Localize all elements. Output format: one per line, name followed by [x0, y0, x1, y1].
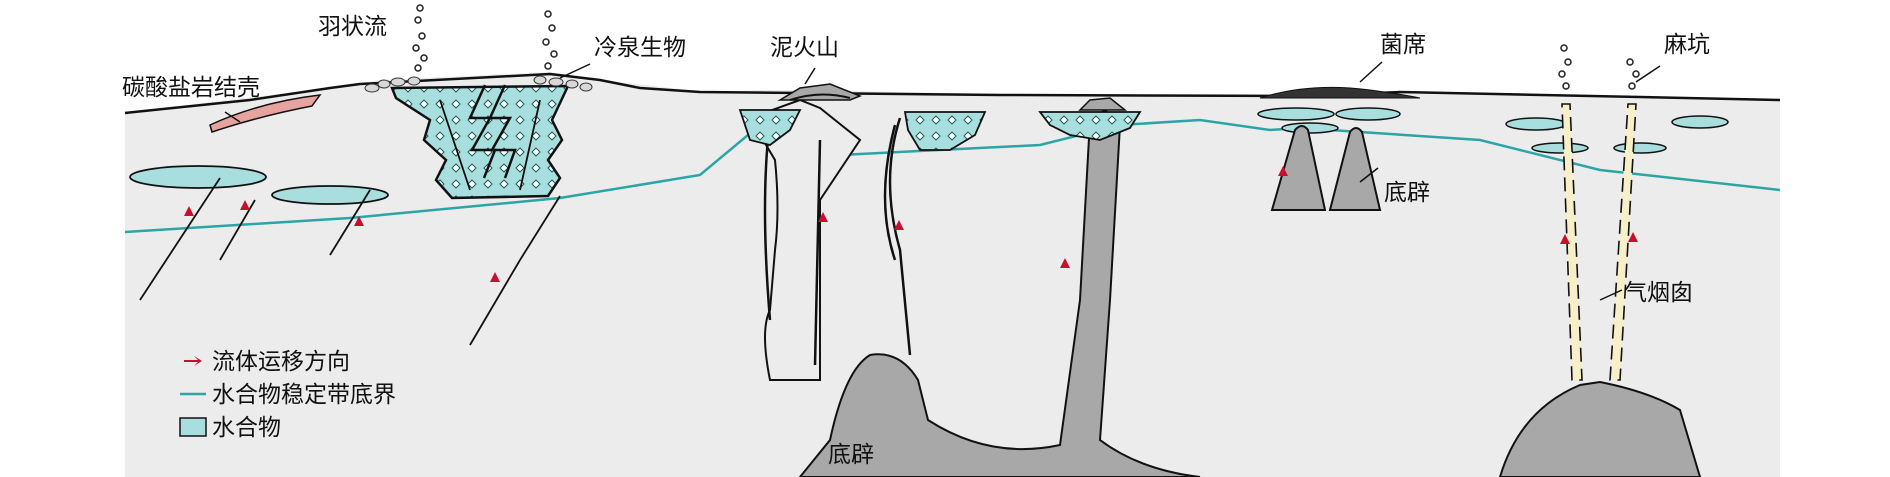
bacterial-mat — [1259, 86, 1421, 99]
wedge-inner-fault — [439, 99, 471, 191]
label-diapir-bottom: 底辟 — [828, 442, 874, 468]
chimney-diapir — [1498, 380, 1702, 477]
label-cold-seep-biota: 冷泉生物 — [594, 35, 686, 61]
hydrate-patch — [903, 111, 987, 151]
legend-arrow-icon — [184, 356, 202, 366]
mud-volcano-top — [1078, 97, 1128, 111]
label-bacterial-mat: 菌席 — [1380, 32, 1426, 58]
fluid-arrow — [184, 200, 500, 282]
hydrate-patch — [738, 109, 802, 146]
legend-label: 水合物 — [212, 415, 281, 441]
fluid-arrow — [1560, 232, 1638, 244]
bubble-plume — [412, 4, 558, 72]
diapir-bottom — [798, 108, 1201, 477]
bubble-plume — [1558, 44, 1640, 90]
diapir-right — [1270, 125, 1327, 211]
hydrate-lens — [129, 165, 267, 189]
gas-chimney — [1609, 103, 1637, 381]
carbonate-crust — [209, 94, 322, 133]
diapir-right — [1328, 127, 1382, 211]
label-mud-volcano: 泥火山 — [770, 35, 839, 61]
hydrate-lens — [1257, 107, 1401, 134]
wedge-inner-fault — [519, 99, 541, 191]
label-gas-chimney: 气烟囱 — [1624, 280, 1693, 306]
legend-label: 水合物稳定带底界 — [212, 382, 396, 408]
conduit-line — [888, 117, 912, 356]
leader-lines — [224, 61, 1661, 301]
label-plume: 羽状流 — [318, 14, 387, 40]
hydrate-patch — [1038, 111, 1142, 141]
legend-hydrate-icon — [179, 417, 207, 437]
fluid-arrow — [818, 212, 1070, 268]
label-diapir-right: 底辟 — [1384, 180, 1430, 206]
hydrate-lens — [271, 185, 389, 205]
mud-volcano-conduit — [748, 98, 862, 381]
legend: 流体运移方向 水合物稳定带底界 水合物 — [179, 349, 396, 441]
label-pockmark: 麻坑 — [1664, 32, 1710, 58]
fluid-arrow — [1278, 166, 1288, 176]
label-carbonate-crust: 碳酸盐岩结壳 — [122, 75, 260, 101]
mud-volcano-top — [789, 93, 851, 101]
gas-chimney — [1561, 103, 1583, 381]
legend-label: 流体运移方向 — [212, 349, 350, 375]
mud-volcano-conduit — [883, 124, 897, 261]
carbonate-rubble — [364, 75, 593, 93]
mud-volcano-conduit — [813, 139, 822, 366]
wedge-inner-fault — [488, 84, 517, 179]
wedge-inner-fault — [468, 84, 497, 179]
